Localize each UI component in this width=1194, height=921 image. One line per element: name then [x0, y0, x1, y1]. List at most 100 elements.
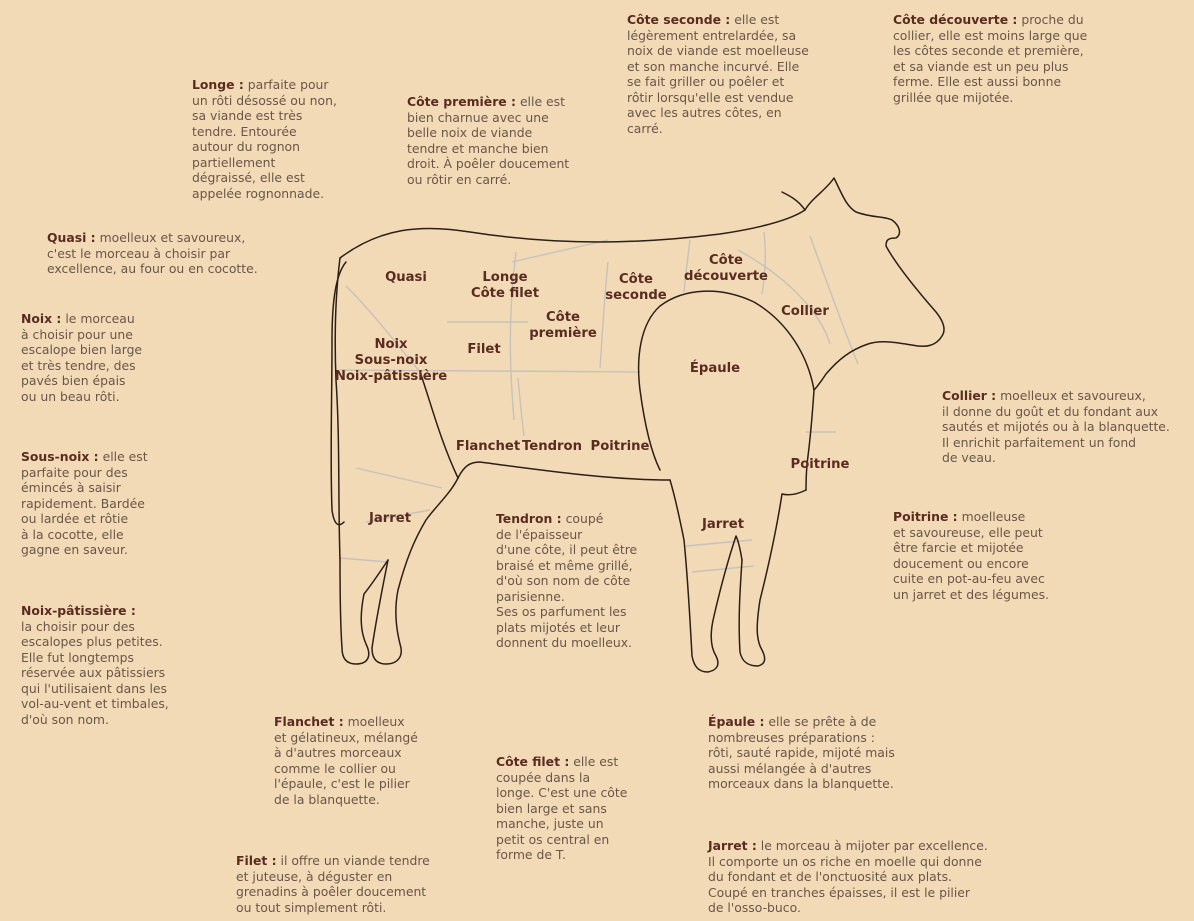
- label-flanchet: Flanchet: [456, 439, 520, 455]
- label-collier: Collier: [781, 304, 829, 320]
- desc-noix-patissiere-l6: vol-au-vent et timbales,: [21, 696, 169, 711]
- desc-cote-filet-l4: manche, juste un: [496, 816, 604, 831]
- desc-tendron-title: Tendron :: [496, 511, 562, 526]
- desc-cote-seconde-l1: légèrement entrelardée, sa: [627, 28, 796, 43]
- desc-cote-decouverte-l1: collier, elle est moins large que: [893, 28, 1087, 43]
- desc-filet-l0: il offre un viande tendre: [281, 853, 430, 868]
- desc-flanchet-l4: l'épaule, c'est le pilier: [274, 776, 410, 791]
- desc-sous-noix-l4: ou lardée et rôtie: [21, 511, 128, 526]
- label-epaule-text: Épaule: [690, 361, 740, 376]
- label-tendron: Tendron: [522, 439, 582, 455]
- desc-filet: Filet : il offre un viande tendre et jut…: [236, 853, 430, 915]
- desc-noix-l2: escalope bien large: [21, 342, 142, 357]
- desc-noix-patissiere-l4: réservée aux pâtissiers: [21, 665, 165, 680]
- label-noix-group: Noix Sous-noix Noix-pâtissière: [335, 337, 447, 385]
- desc-collier-l0: moelleux et savoureux,: [1000, 388, 1146, 403]
- desc-cote-premiere-l3: tendre et manche bien: [407, 141, 549, 156]
- desc-cote-filet-l6: forme de T.: [496, 847, 566, 862]
- label-tendron-text: Tendron: [522, 439, 582, 454]
- desc-filet-l1: et juteuse, à déguster en: [236, 869, 392, 884]
- label-cote-seconde: Côte seconde: [605, 272, 666, 304]
- desc-noix-l3: et très tendre, des: [21, 358, 136, 373]
- desc-quasi-l2: excellence, au four ou en cocotte.: [47, 261, 258, 276]
- desc-tendron-l1: de l'épaisseur: [496, 527, 582, 542]
- label-cote-decouverte-line1: Côte: [684, 253, 768, 269]
- desc-poitrine-l2: être farcie et mijotée: [893, 540, 1024, 555]
- desc-poitrine-title: Poitrine :: [893, 509, 958, 524]
- desc-jarret-l2: du fondant et de l'onctuosité aux plats.: [708, 869, 952, 884]
- desc-cote-premiere-l0: elle est: [520, 94, 565, 109]
- label-collier-text: Collier: [781, 304, 829, 319]
- desc-flanchet-l2: à d'autres morceaux: [274, 745, 402, 760]
- desc-cote-seconde-l3: et son manche incurvé. Elle: [627, 59, 799, 74]
- label-quasi-text: Quasi: [385, 270, 427, 285]
- label-cote-premiere-line2: première: [529, 326, 597, 342]
- label-cote-seconde-line2: seconde: [605, 288, 666, 304]
- desc-noix-l0: le morceau: [65, 311, 134, 326]
- desc-noix-l5: ou un beau rôti.: [21, 389, 120, 404]
- desc-longe-l0: parfaite pour: [248, 77, 329, 92]
- desc-noix-title: Noix :: [21, 311, 61, 326]
- desc-cote-seconde-l2: noix de viande est moelleuse: [627, 43, 809, 58]
- desc-noix-patissiere-l5: qui l'utilisaient dans les: [21, 681, 167, 696]
- desc-longe: Longe : parfaite pour un rôti désossé ou…: [192, 77, 337, 201]
- desc-epaule: Épaule : elle se prête à de nombreuses p…: [708, 714, 895, 792]
- desc-cote-decouverte: Côte découverte : proche du collier, ell…: [893, 12, 1087, 105]
- desc-noix-l4: pavés bien épais: [21, 373, 126, 388]
- desc-longe-l1: un rôti désossé ou non,: [192, 93, 337, 108]
- desc-cote-premiere-l4: droit. À poêler doucement: [407, 156, 569, 171]
- desc-longe-title: Longe :: [192, 77, 244, 92]
- label-filet-text: Filet: [467, 342, 500, 357]
- desc-collier: Collier : moelleux et savoureux, il donn…: [942, 388, 1170, 466]
- desc-poitrine-l1: et savoureuse, elle peut: [893, 525, 1043, 540]
- desc-flanchet: Flanchet : moelleux et gélatineux, mélan…: [274, 714, 418, 807]
- desc-jarret-l0: le morceau à mijoter par excellence.: [761, 838, 988, 853]
- label-cote-premiere: Côte première: [529, 310, 597, 342]
- desc-cote-premiere: Côte première : elle est bien charnue av…: [407, 94, 569, 187]
- label-cote-premiere-line1: Côte: [529, 310, 597, 326]
- label-cote-decouverte-line2: découverte: [684, 269, 768, 285]
- desc-jarret-l4: de l'osso-buco.: [708, 900, 801, 915]
- desc-cote-decouverte-l4: ferme. Elle est aussi bonne: [893, 74, 1061, 89]
- desc-sous-noix-title: Sous-noix :: [21, 449, 99, 464]
- desc-longe-l3: tendre. Entourée: [192, 124, 297, 139]
- desc-epaule-l4: morceaux dans la blanquette.: [708, 776, 894, 791]
- label-jarret-front: Jarret: [702, 517, 744, 533]
- desc-poitrine-l4: cuite en pot-au-feu avec: [893, 571, 1045, 586]
- desc-tendron-l0: coupé: [566, 511, 604, 526]
- label-sous-noix-text: Sous-noix: [335, 353, 447, 369]
- label-epaule: Épaule: [690, 361, 740, 377]
- desc-noix-patissiere-l7: d'où son nom.: [21, 712, 109, 727]
- desc-cote-premiere-l2: belle noix de viande: [407, 125, 532, 140]
- desc-cote-premiere-title: Côte première :: [407, 94, 516, 109]
- desc-cote-seconde-l4: se fait griller ou poêler et: [627, 74, 784, 89]
- desc-tendron-l6: Ses os parfument les: [496, 604, 627, 619]
- desc-poitrine-l5: un jarret et des légumes.: [893, 587, 1049, 602]
- label-cote-decouverte: Côte découverte: [684, 253, 768, 285]
- desc-poitrine: Poitrine : moelleuse et savoureuse, elle…: [893, 509, 1049, 602]
- label-cote-filet-text: Côte filet: [471, 286, 539, 302]
- desc-cote-premiere-l5: ou rôtir en carré.: [407, 172, 511, 187]
- desc-noix-l1: à choisir pour une: [21, 327, 133, 342]
- calf-outline: [331, 178, 944, 672]
- desc-cote-decouverte-l2: les côtes seconde et première,: [893, 43, 1084, 58]
- desc-tendron-l4: d'où son nom de côte: [496, 573, 630, 588]
- desc-cote-seconde-l5: rôtir lorsqu'elle est vendue: [627, 90, 794, 105]
- desc-poitrine-l3: doucement ou encore: [893, 556, 1029, 571]
- desc-flanchet-l5: de la blanquette.: [274, 792, 380, 807]
- desc-collier-l3: Il enrichit parfaitement un fond: [942, 435, 1136, 450]
- desc-flanchet-l3: comme le collier ou: [274, 761, 396, 776]
- desc-cote-filet-l2: longe. C'est une côte: [496, 785, 627, 800]
- desc-noix-patissiere-l2: escalopes plus petites.: [21, 634, 163, 649]
- desc-longe-l6: dégraissé, elle est: [192, 170, 305, 185]
- label-poitrine-body-text: Poitrine: [591, 439, 650, 454]
- label-cote-seconde-line1: Côte: [605, 272, 666, 288]
- desc-filet-title: Filet :: [236, 853, 277, 868]
- desc-quasi-l0: moelleux et savoureux,: [100, 230, 246, 245]
- desc-jarret: Jarret : le morceau à mijoter par excell…: [708, 838, 988, 916]
- label-noix-patissiere-text: Noix-pâtissière: [335, 369, 447, 385]
- desc-cote-seconde-l7: carré.: [627, 121, 663, 136]
- desc-collier-l2: sautés et mijotés ou à la blanquette.: [942, 419, 1170, 434]
- desc-quasi-l1: c'est le morceau à choisir par: [47, 246, 230, 261]
- desc-jarret-l1: Il comporte un os riche en moelle qui do…: [708, 854, 982, 869]
